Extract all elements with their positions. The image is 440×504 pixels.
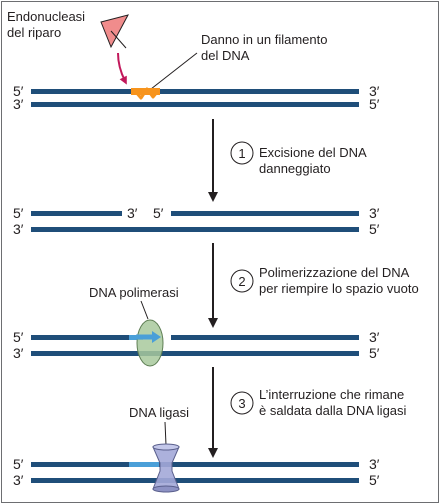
polymerase-direction-arrow-icon xyxy=(152,331,161,343)
damage-kink-icon xyxy=(133,87,160,100)
step-1-text-line2: danneggiato xyxy=(259,161,331,176)
bottom-strand-3prime: 3′ xyxy=(13,472,24,488)
polymerase-label: DNA polimerasi xyxy=(89,285,179,300)
top-strand-5prime: 5′ xyxy=(13,456,24,472)
bottom-strand-3prime: 3′ xyxy=(13,96,24,112)
stage-excised-dna: 5′ 3′ 5′ 3′ 3′ 5′ xyxy=(13,205,380,237)
top-strand-5prime: 5′ xyxy=(13,329,24,345)
ligase-bottom-cap xyxy=(152,485,180,493)
bottom-strand xyxy=(31,102,359,107)
top-strand-3prime: 3′ xyxy=(369,329,380,345)
step-2-number: 2 xyxy=(238,274,245,289)
step-3-badge xyxy=(230,391,254,415)
top-strand-right-fragment xyxy=(159,462,359,467)
bottom-strand xyxy=(31,478,359,483)
ligase-label: DNA ligasi xyxy=(129,405,189,420)
bottom-strand xyxy=(31,227,359,232)
step-3-text-line1: L’interruzione che rimane xyxy=(259,387,404,402)
damage-label-line1: Danno in un filamento xyxy=(201,32,327,47)
bottom-strand-5prime: 5′ xyxy=(369,96,380,112)
step-1-badge xyxy=(230,141,254,165)
step-3-number: 3 xyxy=(238,396,245,411)
gap-3prime: 3′ xyxy=(127,205,138,221)
bottom-strand-3prime: 3′ xyxy=(13,345,24,361)
endonuclease-label-line2: del riparo xyxy=(7,25,61,40)
ligase-pointer-line xyxy=(164,421,167,446)
stage-ligation: DNA ligasi 5′ 3′ 3′ 5′ xyxy=(13,405,380,493)
step-2: 2 Polimerizzazione del DNA per riempire … xyxy=(208,243,419,328)
endonuclease-label-line1: Endonucleasi xyxy=(7,9,85,24)
step-3-text-line2: è saldata dalla DNA ligasi xyxy=(259,403,407,418)
bottom-strand-5prime: 5′ xyxy=(369,221,380,237)
bottom-strand-3prime: 3′ xyxy=(13,221,24,237)
step-1: 1 Excisione del DNA danneggiato xyxy=(208,119,367,202)
step-2-text-line1: Polimerizzazione del DNA xyxy=(259,265,410,280)
ligase-top-cap xyxy=(152,443,180,451)
step-2-text-line2: per riempire lo spazio vuoto xyxy=(259,281,419,296)
endonuclease-enzyme-icon xyxy=(100,14,129,49)
bottom-strand-5prime: 5′ xyxy=(369,345,380,361)
top-strand-right-fragment xyxy=(171,211,359,216)
step-3: 3 L’interruzione che rimane è saldata da… xyxy=(208,367,407,458)
polymerase-pointer-line xyxy=(140,300,149,320)
top-strand-3prime: 3′ xyxy=(369,205,380,221)
top-strand-5prime: 5′ xyxy=(13,83,24,99)
step-1-number: 1 xyxy=(238,146,245,161)
step-2-badge xyxy=(230,269,254,293)
new-dna-segment xyxy=(129,462,159,467)
dna-polymerase-enzyme-icon xyxy=(136,319,164,367)
top-strand-right-fragment xyxy=(171,335,359,340)
top-strand xyxy=(31,89,359,94)
top-strand-3prime: 3′ xyxy=(369,83,380,99)
damage-label-line2: del DNA xyxy=(201,48,250,63)
damage-pointer-line xyxy=(150,52,198,90)
top-strand-5prime: 5′ xyxy=(13,205,24,221)
bottom-strand-5prime: 5′ xyxy=(369,472,380,488)
dna-ligase-enzyme-icon xyxy=(152,446,180,490)
gap-5prime: 5′ xyxy=(153,205,164,221)
step-1-text-line1: Excisione del DNA xyxy=(259,145,367,160)
top-strand-left-fragment xyxy=(31,211,122,216)
top-strand-left-fragment xyxy=(31,335,129,340)
stage-polymerization: DNA polimerasi 5′ 3′ 3′ 5′ xyxy=(13,285,380,367)
stage-damaged-dna: Endonucleasi del riparo Danno in un fila… xyxy=(7,9,380,112)
top-strand-3prime: 3′ xyxy=(369,456,380,472)
endonuclease-pointer-line xyxy=(110,30,127,49)
bottom-strand xyxy=(31,351,359,356)
endonuclease-arrow xyxy=(117,52,127,85)
top-strand-left-fragment xyxy=(31,462,129,467)
